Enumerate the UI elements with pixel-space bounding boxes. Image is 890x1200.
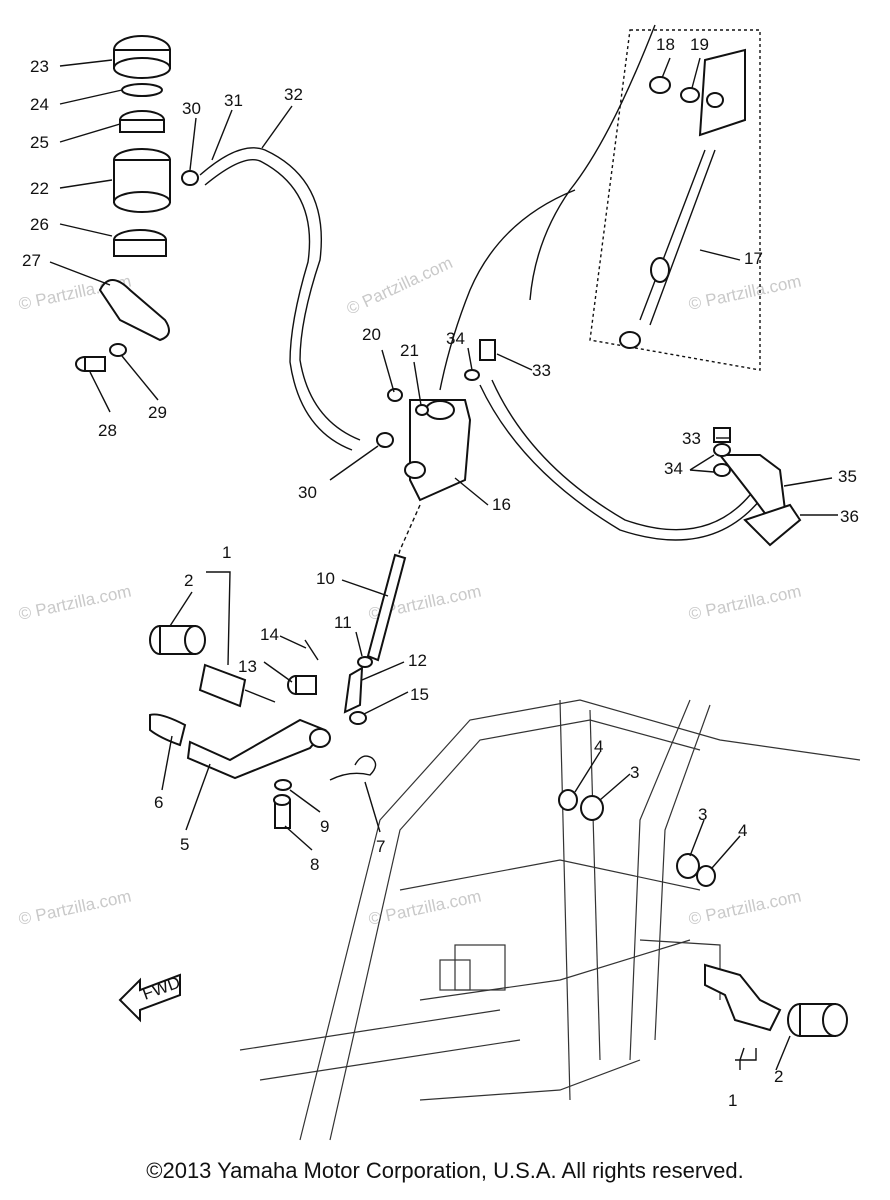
callout-26: 26 <box>30 215 49 234</box>
master-cylinder <box>409 399 472 502</box>
watermark: © Partzilla.com <box>687 582 803 624</box>
reservoir-hose <box>181 147 394 451</box>
watermark: © Partzilla.com <box>687 272 803 314</box>
watermark: © Partzilla.com <box>344 253 456 319</box>
callout-6: 6 <box>154 793 163 812</box>
callout-28: 28 <box>98 421 117 440</box>
union-bolt-33 <box>479 339 496 361</box>
callout-10: 10 <box>316 569 335 588</box>
gasket-34 <box>713 463 731 477</box>
washer-15 <box>349 711 367 725</box>
callout-31: 31 <box>224 91 243 110</box>
callout-34: 34 <box>664 459 683 478</box>
return-spring-7 <box>329 755 377 781</box>
callout-12: 12 <box>408 651 427 670</box>
cotter-pin-14 <box>304 639 319 661</box>
collar-3 <box>580 795 604 821</box>
union-bolt-33 <box>713 427 731 443</box>
bleeder-18 <box>649 76 671 94</box>
cap-19 <box>680 87 700 103</box>
frame-drawing <box>239 699 861 1141</box>
pushrod-group <box>287 504 421 725</box>
footrest-1 <box>198 663 247 708</box>
callout-32: 32 <box>284 85 303 104</box>
washer-29 <box>109 343 127 357</box>
clevis-12 <box>343 666 364 714</box>
watermark: © Partzilla.com <box>367 887 483 929</box>
callout-33: 33 <box>682 429 701 448</box>
callout-25: 25 <box>30 133 49 152</box>
callout-8: 8 <box>310 855 319 874</box>
callout-36: 36 <box>840 507 859 526</box>
washer-21 <box>415 404 429 416</box>
callout-2: 2 <box>774 1067 783 1086</box>
piston <box>650 257 670 283</box>
callout-23: 23 <box>30 57 49 76</box>
nut-9 <box>274 779 292 791</box>
callout-18: 18 <box>656 35 675 54</box>
watermark: © Partzilla.com <box>17 582 133 624</box>
collar-4 <box>558 789 578 811</box>
callout-35: 35 <box>838 467 857 486</box>
cylinder-body <box>698 48 746 137</box>
hose-clamp-30 <box>376 432 394 448</box>
cap-diaphragm <box>121 83 163 97</box>
gasket-34 <box>464 369 480 381</box>
gasket-34 <box>713 443 731 457</box>
callout-15: 15 <box>410 685 429 704</box>
brake-pedal-group <box>149 713 377 829</box>
bolt-20 <box>387 388 403 402</box>
collars <box>558 789 716 887</box>
callout-4: 4 <box>738 821 747 840</box>
callout-5: 5 <box>180 835 189 854</box>
leader-lines <box>49 57 838 1071</box>
callout-9: 9 <box>320 817 329 836</box>
callout-3: 3 <box>698 805 707 824</box>
callout-11: 11 <box>334 613 352 632</box>
fwd-arrow: FWD <box>118 973 183 1023</box>
callout-24: 24 <box>30 95 49 114</box>
callout-labels: 23 24 25 22 26 27 28 29 30 31 32 30 20 2… <box>22 35 859 1110</box>
callout-2: 2 <box>184 571 193 590</box>
collar-4 <box>696 865 716 887</box>
cylinder-kit-group <box>439 24 761 391</box>
copyright-notice: ©2013 Yamaha Motor Corporation, U.S.A. A… <box>146 1158 744 1183</box>
master-cylinder-group <box>387 339 496 502</box>
hose-clamp-30 <box>181 170 199 186</box>
callout-34: 34 <box>446 329 465 348</box>
footrest-left <box>149 625 276 708</box>
reservoir-group <box>75 35 171 372</box>
callout-22: 22 <box>30 179 49 198</box>
hose-bracket-36 <box>743 503 802 547</box>
footrest-1 <box>704 963 782 1032</box>
callout-13: 13 <box>238 657 257 676</box>
callout-17: 17 <box>744 249 763 268</box>
callout-21: 21 <box>400 341 419 360</box>
callout-33: 33 <box>532 361 551 380</box>
callout-29: 29 <box>148 403 167 422</box>
watermark: © Partzilla.com <box>17 887 133 929</box>
pedal-rubber-6 <box>149 713 187 747</box>
callout-7: 7 <box>376 837 385 856</box>
watermark: © Partzilla.com <box>687 887 803 929</box>
nut-11 <box>357 656 373 668</box>
callout-4: 4 <box>594 737 603 756</box>
callout-1: 1 <box>222 543 231 562</box>
footrest-right <box>704 963 848 1037</box>
callout-16: 16 <box>492 495 511 514</box>
pushrod-10 <box>366 553 407 662</box>
callout-20: 20 <box>362 325 381 344</box>
callout-19: 19 <box>690 35 709 54</box>
brake-parts-diagram: © Partzilla.com © Partzilla.com © Partzi… <box>17 24 861 1141</box>
callout-3: 3 <box>630 763 639 782</box>
callout-30: 30 <box>298 483 317 502</box>
callout-30: 30 <box>182 99 201 118</box>
brake-hose-group <box>479 379 802 547</box>
callout-1: 1 <box>728 1091 737 1110</box>
reservoir-bracket <box>98 279 170 342</box>
callout-14: 14 <box>260 625 279 644</box>
callout-27: 27 <box>22 251 41 270</box>
collar-3 <box>676 853 700 879</box>
